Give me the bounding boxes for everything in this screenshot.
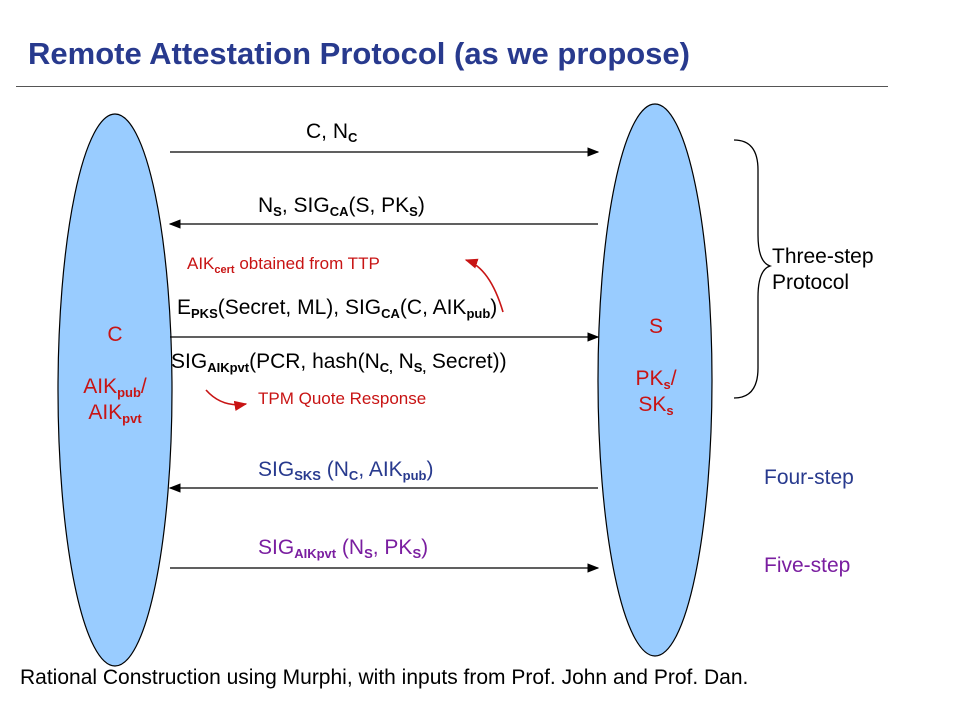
footer-credit: Rational Construction using Murphi, with… (20, 666, 749, 689)
tpm-quote-annotation: TPM Quote Response (258, 389, 427, 408)
server-pk: PKs/ (635, 367, 677, 392)
message-2: NS, SIGCA(S, PKS) (258, 194, 425, 219)
client-aik-pvt: AIKpvt (88, 401, 142, 426)
client-aik-pub: AIKpub/ (83, 375, 147, 400)
message-6: SIGAIKpvt (NS, PKS) (258, 536, 429, 561)
message-4: SIGAIKpvt(PCR, hash(NC, NS, Secret)) (171, 350, 507, 375)
tpm-quote-pointer-arrow (205, 389, 248, 411)
three-step-label: Three-step Protocol (772, 245, 874, 294)
client-name: C (107, 323, 123, 346)
five-step-label: Five-step (764, 554, 851, 577)
server-label: S PKs/ SKs (596, 314, 716, 418)
server-name: S (648, 315, 663, 338)
three-step-brace (733, 139, 773, 399)
four-step-label: Four-step (764, 466, 854, 489)
title-divider (16, 86, 888, 87)
aik-cert-pointer-arrow (464, 258, 504, 313)
aik-cert-annotation: AIKcert obtained from TTP (187, 254, 380, 276)
page-title: Remote Attestation Protocol (as we propo… (28, 36, 690, 71)
message-1: C, NC (306, 120, 358, 145)
server-ellipse (597, 103, 713, 657)
client-label: C AIKpub/ AIKpvt (55, 322, 175, 426)
message-5: SIGSKS (NC, AIKpub) (258, 458, 434, 483)
message-3: EPKS(Secret, ML), SIGCA(C, AIKpub) (177, 296, 498, 321)
server-sk: SKs (638, 393, 674, 418)
client-ellipse (57, 113, 173, 667)
